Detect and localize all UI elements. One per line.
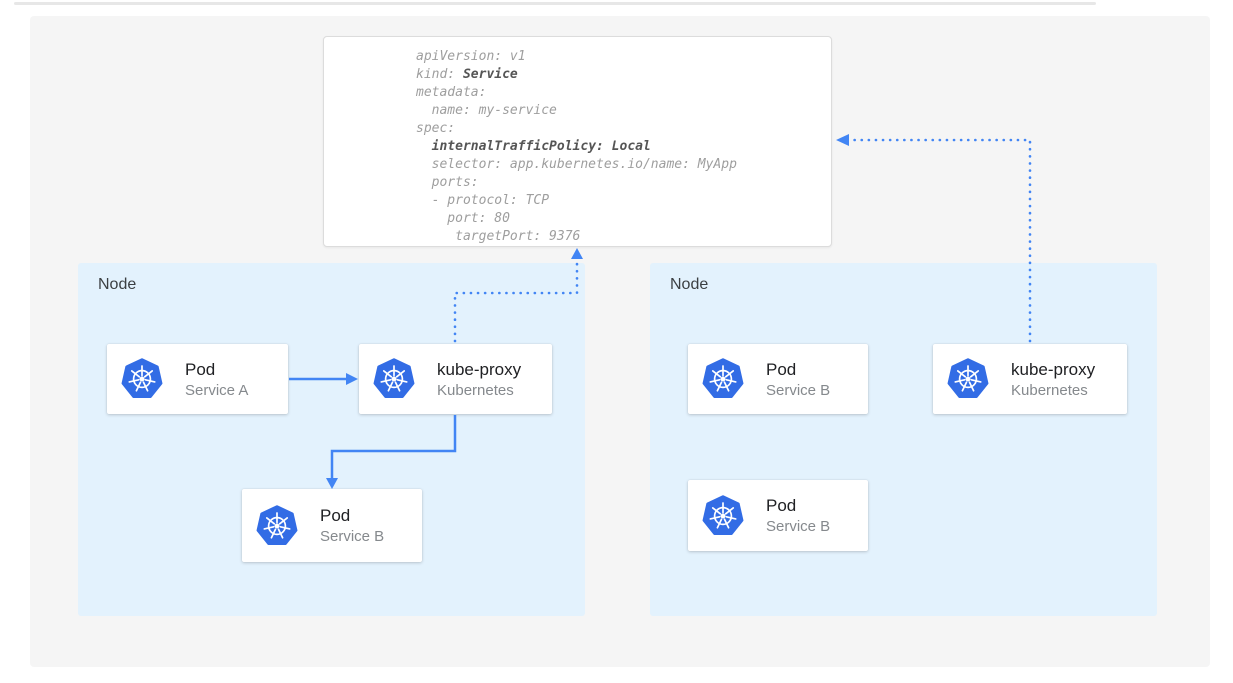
yaml-line: spec: [416, 121, 456, 136]
pod-card-service-b-right-1: Pod Service B [688, 344, 868, 414]
card-subtitle: Service B [320, 528, 385, 545]
yaml-line: port: 80 [416, 211, 510, 226]
card-title: kube-proxy [1011, 359, 1096, 379]
kube-proxy-card-right: kube-proxy Kubernetes [933, 344, 1127, 414]
node-right: Node [650, 263, 1157, 616]
card-title: kube-proxy [437, 359, 522, 379]
node-label: Node [98, 276, 137, 293]
card-subtitle: Service B [766, 381, 831, 399]
kubernetes-icon [256, 504, 298, 547]
yaml-line: kind: Service [416, 67, 518, 82]
kubernetes-icon [947, 358, 989, 400]
kubernetes-icon [121, 358, 163, 400]
yaml-line: selector: app.kubernetes.io/name: MyApp [416, 157, 737, 172]
card-title: Pod [766, 359, 797, 379]
kubernetes-icon [373, 358, 415, 400]
card-title: Pod [320, 506, 351, 525]
yaml-line: apiVersion: v1 [416, 49, 526, 64]
kubernetes-icon [702, 358, 744, 400]
kubernetes-icon [702, 494, 744, 537]
node-label: Node [670, 276, 709, 293]
top-divider [14, 2, 1096, 5]
service-yaml-config: apiVersion: v1 kind: Service metadata: nam… [323, 36, 832, 247]
yaml-line: metadata: [416, 85, 487, 100]
card-subtitle: Service A [185, 381, 249, 399]
yaml-line: - protocol: TCP [416, 193, 550, 208]
card-title: Pod [185, 359, 216, 379]
yaml-line: targetPort: 9376 [416, 229, 581, 244]
yaml-line: name: my-service [416, 103, 557, 118]
card-title: Pod [766, 496, 797, 515]
pod-card-service-a: Pod Service A [107, 344, 288, 414]
card-subtitle: Service B [766, 518, 831, 535]
card-subtitle: Kubernetes [1011, 381, 1088, 399]
yaml-line: internalTrafficPolicy: Local [431, 139, 651, 154]
pod-card-service-b-right-2: Pod Service B [688, 480, 868, 551]
kube-proxy-card-left: kube-proxy Kubernetes [359, 344, 552, 414]
node-left: Node [78, 263, 585, 616]
pod-card-service-b-left: Pod Service B [242, 489, 422, 562]
card-subtitle: Kubernetes [437, 381, 514, 399]
yaml-line: ports: [416, 175, 479, 190]
